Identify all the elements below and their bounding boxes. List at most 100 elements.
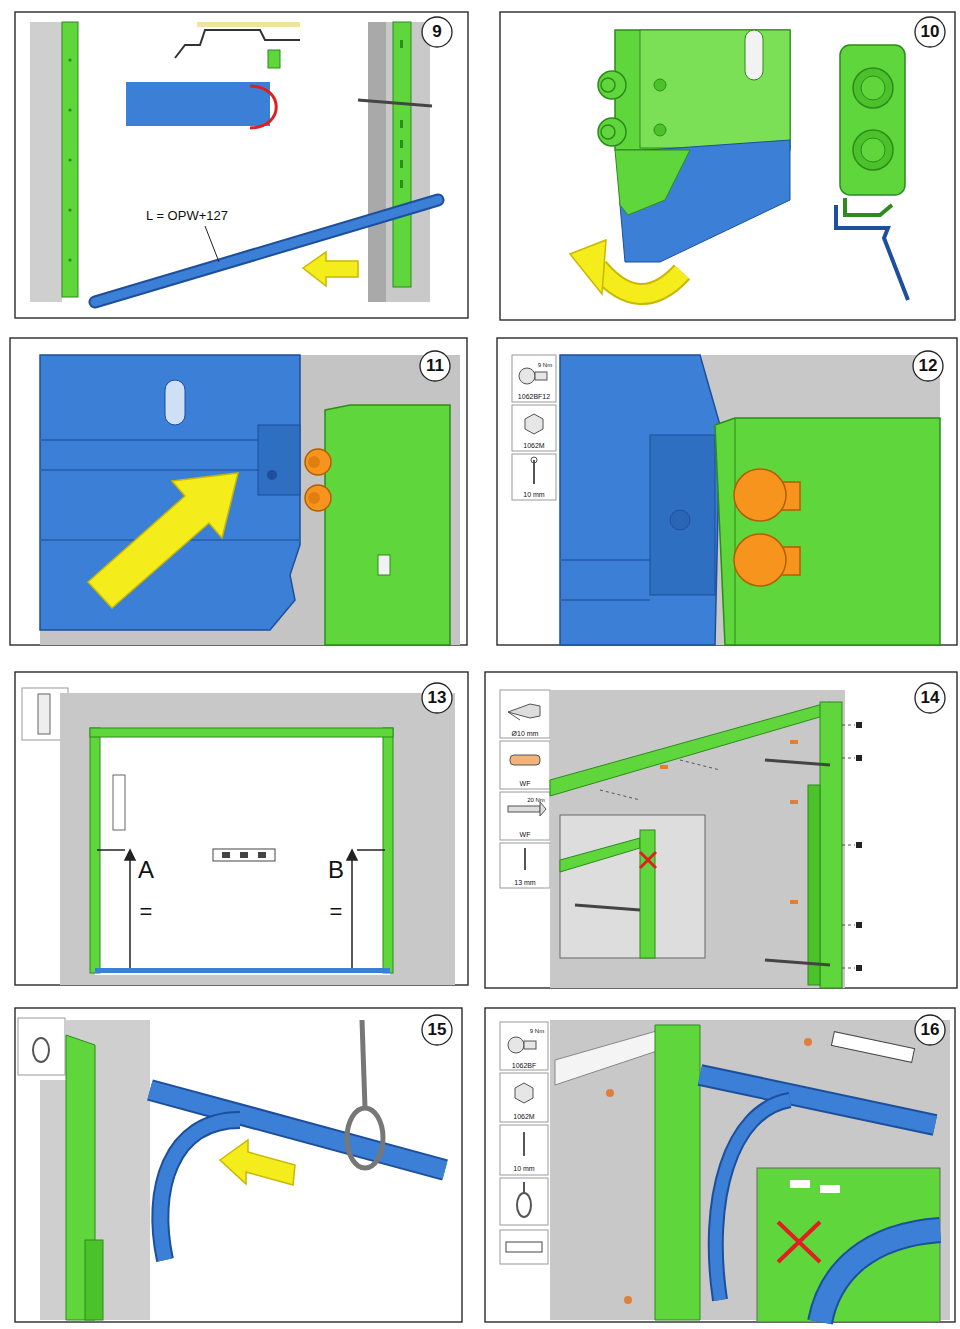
beam-joint (308, 456, 320, 504)
equal-sign-holder: = (330, 900, 343, 924)
panel-frame (15, 672, 468, 985)
panel-frame (485, 672, 957, 988)
tool-size: 13 mm (514, 879, 535, 887)
frame-fixing (550, 690, 845, 988)
beam-joint (165, 380, 185, 425)
bracket-and-profile (598, 71, 626, 146)
torque-label: 9 Nm (530, 1028, 544, 1035)
bracket-and-profile (598, 71, 626, 99)
level-check (351, 857, 353, 968)
beam-joint (267, 470, 277, 480)
wall-with-rail (400, 160, 403, 168)
track-fixing (500, 1073, 548, 1122)
track-fixing (790, 1180, 810, 1188)
frame-fixing (842, 758, 855, 759)
track-fixing (778, 1222, 820, 1262)
tightened-joint (512, 454, 556, 500)
track-lifting (18, 1018, 65, 1075)
wall-with-rail (368, 22, 386, 302)
track-fixing (820, 1230, 940, 1322)
measure-letter: A (138, 857, 154, 883)
tightened-joint (560, 560, 650, 600)
beam-joint (40, 355, 460, 645)
bracket-and-profile (601, 125, 615, 139)
track-fixing (517, 1193, 531, 1217)
frame-fixing (842, 925, 855, 926)
bracket-and-profile (598, 118, 626, 146)
track-lifting (220, 1140, 295, 1185)
track-fixing (757, 1168, 940, 1322)
step-circle (913, 351, 943, 381)
step-number-holder: 12 (919, 357, 938, 376)
frame-fixing (856, 755, 862, 761)
frame-fixing (842, 968, 855, 969)
panel-frame (15, 1008, 462, 1322)
frame-fixing (765, 960, 830, 965)
bracket-and-profile (840, 45, 905, 195)
wall-with-rail (250, 86, 276, 128)
tightened-joint (670, 510, 690, 530)
track-fixing (700, 1075, 935, 1125)
drill-size-holder: Ø10 mm (512, 722, 539, 740)
bracket-and-profile (861, 138, 885, 162)
frame-fixing (640, 830, 655, 958)
panel-frame (15, 12, 468, 318)
step-number-holder: 15 (428, 1021, 447, 1040)
frame-fixing (640, 852, 656, 868)
part-code: 1062M (513, 1113, 534, 1121)
step-number: 16 (921, 1021, 940, 1040)
step-number: 11 (426, 357, 444, 376)
tool-size-holder: 13 mm (514, 871, 535, 889)
wall-with-rail (205, 226, 219, 262)
level-check (222, 852, 266, 858)
level-check (113, 775, 125, 830)
bracket-and-profile (654, 79, 666, 91)
beam-joint (258, 425, 300, 495)
level-check (95, 730, 390, 975)
frame-fixing (500, 843, 550, 888)
track-fixing (500, 1022, 548, 1264)
frame-fixing (508, 712, 520, 720)
tightened-joint (560, 599, 650, 601)
beam-joint (88, 473, 238, 608)
tightened-joint (650, 435, 715, 595)
wall-with-rail (368, 22, 430, 302)
tightened-joint (735, 418, 736, 645)
bracket-and-profile (853, 68, 893, 108)
track-fixing (606, 1089, 614, 1097)
panel-frame (485, 1008, 955, 1322)
tightened-joint (519, 368, 535, 384)
frame-fixing (500, 690, 862, 988)
frame-fixing (790, 740, 798, 744)
track-fixing (831, 1032, 914, 1063)
tightened-joint (512, 355, 940, 645)
wall-with-rail (303, 252, 358, 286)
tightened-joint (734, 534, 786, 586)
wall-with-rail (197, 22, 300, 27)
tightened-joint (734, 469, 800, 586)
part-code: WF (520, 831, 531, 839)
level-check (125, 850, 135, 860)
torque-label: 20 Nm (527, 797, 545, 804)
step-number-holder: 13 (428, 689, 447, 708)
frame-fixing (790, 900, 798, 904)
tightened-joint (535, 372, 547, 380)
track-lifting (160, 1120, 240, 1260)
frame-fixing (680, 760, 720, 770)
tightened-joint (734, 469, 786, 521)
frame-fixing (640, 852, 656, 868)
frame-fixing (856, 842, 862, 848)
track-fixing (804, 1038, 812, 1046)
measure-letter-holder: A (138, 857, 154, 883)
part-code-holder: 1062BF (512, 1054, 537, 1072)
bracket-and-profile (640, 30, 790, 148)
frame-fixing (500, 741, 550, 789)
frame-fixing (856, 722, 862, 728)
wall-with-rail (268, 50, 280, 68)
bracket-and-profile (570, 30, 908, 300)
wall-with-rail (95, 200, 438, 302)
frame-fixing (856, 965, 862, 971)
dimension-label: L = OPW+127 (143, 208, 231, 224)
tightened-joint (512, 405, 556, 451)
